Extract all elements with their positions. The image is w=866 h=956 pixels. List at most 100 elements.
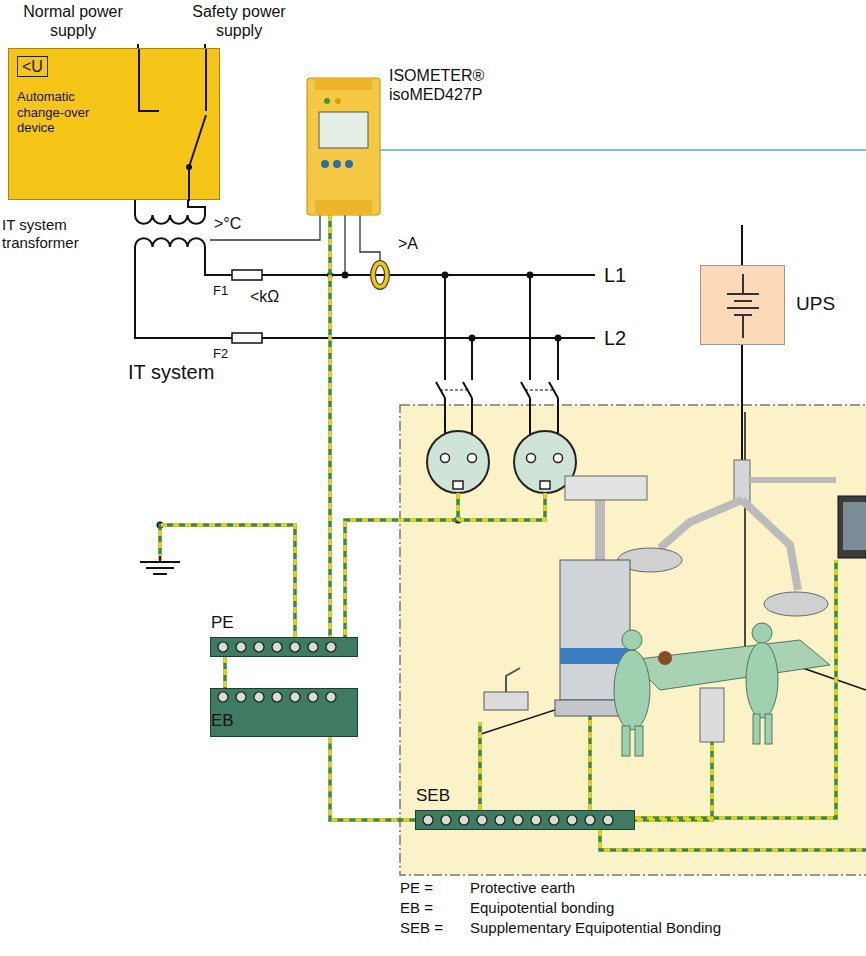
earth-symbol (140, 556, 180, 574)
operating-room-illustration (752, 623, 772, 643)
wiring-label: IT system (128, 360, 214, 384)
junction-dot (469, 335, 476, 342)
socket-outlet (441, 454, 450, 463)
wiring-label: >A (398, 234, 418, 253)
ups-feed (741, 225, 743, 265)
socket-feeds (463, 338, 472, 440)
change-over-device-drawing (139, 49, 206, 201)
supply-lines (134, 200, 136, 215)
socket-outlet (427, 431, 489, 493)
operating-room-illustration (742, 500, 798, 590)
operating-room-illustration (753, 714, 760, 744)
node-label: ISOMETER® isoMED427P (389, 66, 519, 104)
device-ridge (315, 200, 372, 215)
terminal-hole (326, 692, 336, 702)
node-label: <U (17, 56, 48, 77)
battery-symbol (727, 274, 759, 338)
wiring-label: L2 (604, 326, 626, 350)
legend-text: EB = (400, 899, 433, 917)
ups-box: UPS (700, 265, 785, 345)
bonding-connector (330, 215, 331, 637)
connector-line (330, 737, 415, 820)
monitor-wiring (210, 215, 380, 275)
legend-text: PE = (400, 879, 433, 897)
operating-room-illustration (734, 460, 750, 502)
terminal-hole (218, 692, 228, 702)
wiring-label: <kΩ (250, 287, 279, 306)
wiring-label: IT system transformer (2, 216, 122, 252)
eb-busbar: EB (210, 688, 358, 737)
terminal-hole (585, 815, 595, 825)
socket-feeds (440, 390, 553, 391)
terminal-hole (290, 692, 300, 702)
insulation-monitor-drawing (307, 78, 380, 215)
terminal-hole (477, 815, 487, 825)
earth-conductor (160, 493, 545, 637)
terminal-hole (423, 815, 433, 825)
legend-text: Protective earth (470, 879, 575, 897)
connector-line (223, 657, 227, 688)
seb-busbar-drawing (416, 811, 636, 831)
insulation-monitor-drawing (307, 78, 380, 215)
wiring-label: >°C (214, 214, 241, 233)
operating-room-illustration (660, 500, 742, 548)
seb-busbar-drawing (423, 815, 613, 825)
node-label: EB (211, 711, 234, 731)
legend-text: Equipotential bonding (470, 899, 614, 917)
ups-feed (741, 345, 743, 462)
terminal-hole (308, 642, 318, 652)
operating-room-illustration (506, 668, 520, 692)
legend-text: Supplementary Equipotential Bonding (470, 919, 721, 937)
operating-room-illustration (765, 714, 772, 744)
terminal-hole (459, 815, 469, 825)
socket-feeds (436, 275, 445, 440)
terminal-hole (567, 815, 577, 825)
operating-room-illustration (614, 650, 650, 730)
ups-box-drawing (727, 274, 759, 338)
earth-conductor (160, 525, 295, 637)
wiring-label: F1 (213, 283, 228, 299)
operating-room-illustration (658, 651, 672, 665)
socket-outlet (554, 454, 563, 463)
socket-feeds (436, 275, 558, 440)
supply-lines (188, 200, 205, 215)
ups-box-drawing (701, 266, 786, 346)
supply-lines (135, 247, 595, 338)
room-region (400, 405, 866, 875)
terminal-hole (236, 642, 246, 652)
switch-pivot (186, 164, 192, 170)
pe-busbar-drawing (211, 638, 359, 658)
fuse-symbol (232, 270, 262, 343)
node-label: PE (211, 613, 234, 633)
terminal-hole (236, 692, 246, 702)
terminal-hole (549, 815, 559, 825)
terminal-hole (603, 815, 613, 825)
connector-line (330, 737, 415, 820)
insulation-monitor: ISOMETER® isoMED427P (307, 78, 380, 215)
connector-line (328, 215, 332, 637)
terminal-hole (254, 692, 264, 702)
wiring-label: Normal power supply (8, 2, 138, 40)
current-transformer (373, 263, 387, 287)
terminal-hole (272, 642, 282, 652)
supply-lines (135, 215, 205, 224)
operating-room-illustration (565, 476, 647, 500)
status-led (335, 98, 341, 104)
earth-conductor (160, 525, 295, 637)
teal-bus-line (380, 149, 866, 151)
operating-room-illustration (595, 500, 605, 560)
operating-room-illustration (484, 692, 528, 710)
bonding-conductor (480, 560, 866, 850)
operating-room-illustration (484, 460, 866, 756)
monitor-wiring (360, 215, 380, 262)
bonding-connector (225, 657, 226, 688)
terminal-hole (531, 815, 541, 825)
terminal-hole (308, 692, 318, 702)
socket-feeds (549, 338, 558, 440)
pe-busbar-drawing (218, 642, 336, 652)
current-transformer (373, 263, 387, 287)
room-lines (478, 412, 866, 735)
socket-outlet (468, 454, 477, 463)
earth-conductor (345, 493, 545, 637)
